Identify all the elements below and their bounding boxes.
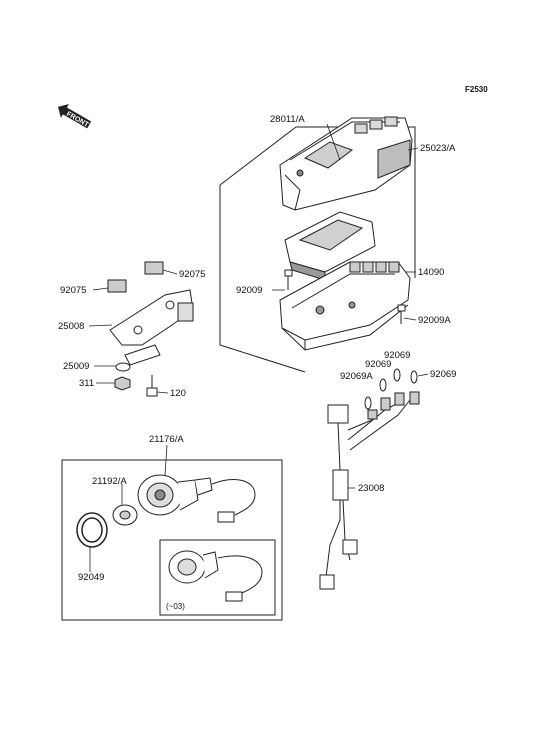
label-92075-left: 92075 — [60, 285, 86, 296]
lower-case-14090 — [279, 261, 411, 351]
label-28011a: 28011/A — [270, 114, 305, 125]
label-14090: 14090 — [418, 267, 444, 278]
bracket-25008 — [109, 289, 194, 366]
inset-note: (~03) — [166, 602, 185, 611]
label-92069-c: 92069 — [430, 369, 456, 380]
label-25009: 25009 — [63, 361, 89, 372]
label-25023a: 25023/A — [420, 143, 456, 154]
label-21176a: 21176/A — [149, 434, 184, 445]
screw-92009a — [397, 304, 406, 324]
label-92049: 92049 — [78, 572, 104, 583]
speedo-gear-21176a — [137, 474, 256, 523]
label-23008: 23008 — [358, 483, 384, 494]
front-arrow-icon: FRONT — [58, 104, 92, 129]
leader-lines — [88, 123, 429, 572]
nut-311 — [114, 376, 131, 391]
label-311: 311 — [79, 378, 94, 389]
screw-92009 — [284, 269, 293, 290]
label-120: 120 — [170, 388, 186, 399]
ring-92049 — [76, 512, 108, 548]
wiring-harness-23008 — [319, 391, 420, 590]
label-92009: 92009 — [236, 285, 262, 296]
front-label: FRONT — [65, 111, 90, 129]
inset-speedo-gear — [168, 550, 263, 602]
seal-21192a — [112, 504, 138, 526]
bolt-120 — [146, 375, 158, 397]
upper-case-25023a — [279, 116, 413, 211]
label-92069-b: 92069 — [365, 359, 391, 370]
label-21192a: 21192/A — [92, 476, 127, 487]
meter-unit-28011a — [284, 211, 376, 281]
cushion-92075-right — [144, 261, 164, 275]
bulb-92069-c — [410, 370, 418, 384]
label-92069-a: 92069 — [384, 350, 410, 361]
bulb-92069-a — [379, 378, 387, 392]
label-92069a: 92069A — [340, 371, 373, 382]
label-92009a: 92009A — [418, 315, 451, 326]
bulb-92069a — [364, 396, 372, 410]
inset-frame — [159, 539, 276, 616]
cable-group-frame — [61, 459, 283, 621]
label-92075-right: 92075 — [179, 269, 205, 280]
cushion-92075-left — [107, 279, 127, 293]
label-25008: 25008 — [58, 321, 84, 332]
figure-code: F2530 — [465, 85, 488, 94]
bulb-92069-b — [393, 368, 401, 382]
washer-25009 — [115, 362, 131, 372]
